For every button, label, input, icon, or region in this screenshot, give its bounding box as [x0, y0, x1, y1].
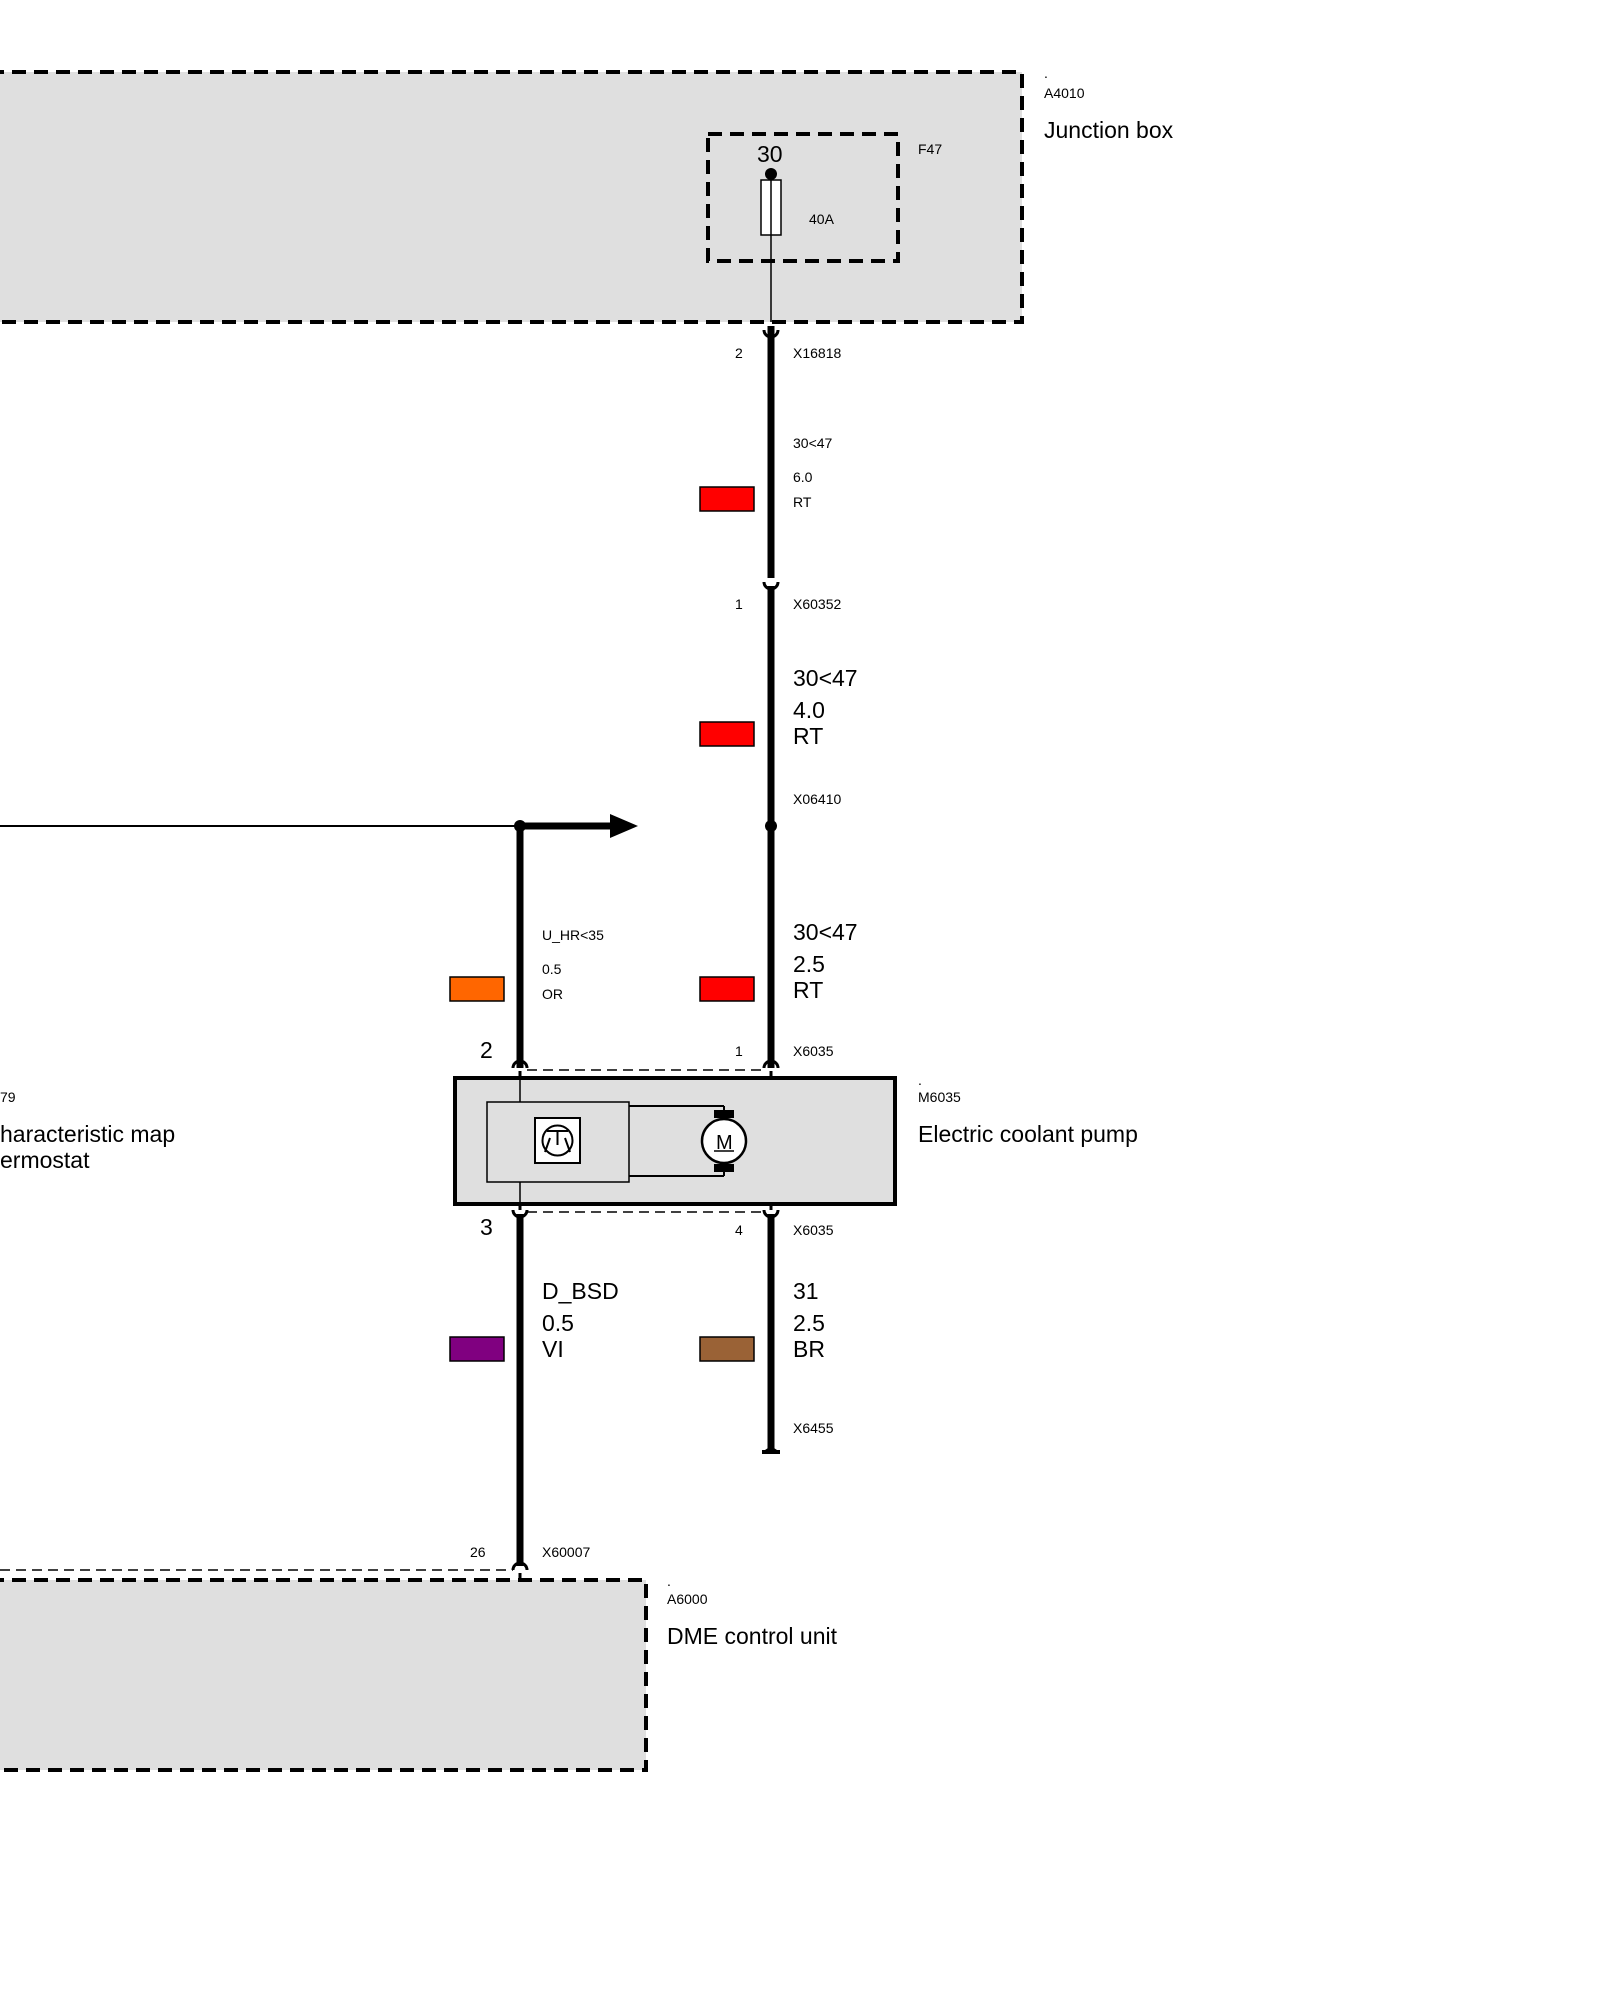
pump-id: M6035 [918, 1089, 961, 1105]
fuse-terminal: 30 [757, 141, 783, 167]
wire-bsd-swatch [449, 1336, 505, 1362]
wire-pump-pos-color: RT [793, 977, 823, 1003]
wire-top-signal: 30<47 [793, 435, 833, 451]
connector-symbol-x60007 [511, 1561, 529, 1571]
connector-symbol-x16818 [762, 329, 780, 339]
dme-id: A6000 [667, 1591, 708, 1607]
connector-x60352: X60352 [793, 596, 841, 612]
motor-icon [700, 1117, 748, 1165]
wire-bsd-signal: D_BSD [542, 1278, 619, 1304]
wire-bsd-gauge: 0.5 [542, 1310, 574, 1336]
junction-box-id: A4010 [1044, 85, 1085, 101]
pin-x60352: 1 [735, 596, 743, 612]
junction-box-dot: . [1044, 65, 1048, 81]
pump-body [453, 1076, 897, 1206]
connector-x6035-top: X6035 [793, 1043, 834, 1059]
junction-box-name: Junction box [1044, 117, 1174, 143]
fuse-terminal-node [765, 168, 777, 180]
dme-name: DME control unit [667, 1623, 838, 1649]
connector-symbol-pin1 [762, 1059, 780, 1069]
junction-box-area [0, 72, 1022, 322]
wire-thermostat-swatch [449, 976, 505, 1002]
wire-ground-color: BR [793, 1336, 825, 1362]
fuse-housing [706, 132, 900, 263]
wire-ground-gauge: 2.5 [793, 1310, 825, 1336]
wire-mid-gauge: 4.0 [793, 697, 825, 723]
wire-mid-color: RT [793, 723, 823, 749]
fuse-rating: 40A [809, 211, 835, 227]
left-component-name-line2: ermostat [0, 1147, 90, 1173]
pin-x16818: 2 [735, 345, 743, 361]
splice-id: X06410 [793, 791, 841, 807]
junction-box-border [0, 70, 1024, 324]
wire-thermostat-signal: U_HR<35 [542, 927, 604, 943]
pump-dot: . [918, 1072, 922, 1088]
dme-pin: 26 [470, 1544, 486, 1560]
fuse-id: F47 [918, 141, 942, 157]
wire-bsd-color: VI [542, 1336, 564, 1362]
connector-x6035-bottom: X6035 [793, 1222, 834, 1238]
motor-brush-bottom [714, 1164, 734, 1172]
wire-ground-swatch [699, 1336, 755, 1362]
wire-thermostat-gauge: 0.5 [542, 961, 562, 977]
pin-bottom-left: 3 [480, 1214, 493, 1240]
wire-ground-signal: 31 [793, 1278, 819, 1304]
wire-mid-swatch [699, 721, 755, 747]
wire-pump-pos-gauge: 2.5 [793, 951, 825, 977]
wire-pump-pos-signal: 30<47 [793, 919, 858, 945]
dme-border [0, 1578, 648, 1772]
wire-top-gauge: 6.0 [793, 469, 813, 485]
pin-bottom-right: 4 [735, 1222, 743, 1238]
left-component-name-line1: haracteristic map [0, 1121, 175, 1147]
arrow-head-icon [610, 814, 638, 838]
splice-node [765, 820, 777, 832]
pin-top-left: 2 [480, 1037, 493, 1063]
left-component-id: 79 [0, 1089, 16, 1105]
wire-thermostat-color: OR [542, 986, 563, 1002]
transistor-leg-left [544, 1137, 551, 1153]
wire-mid-signal: 30<47 [793, 665, 858, 691]
transistor-circle [541, 1124, 574, 1157]
motor-brush-top [714, 1110, 734, 1118]
motor-label: M [716, 1132, 733, 1154]
dme-connector: X60007 [542, 1544, 590, 1560]
connector-symbol-pin2 [511, 1059, 529, 1069]
dme-area [0, 1580, 646, 1770]
wire-pump-pos-swatch [699, 976, 755, 1002]
ground-id: X6455 [793, 1420, 834, 1436]
wire-top-color: RT [793, 494, 812, 510]
wire-top-swatch [699, 486, 755, 512]
dme-dot: . [667, 1573, 671, 1589]
pump-name: Electric coolant pump [918, 1121, 1138, 1147]
pin-top-right: 1 [735, 1043, 743, 1059]
transistor-leg-right [564, 1137, 571, 1153]
connector-x16818: X16818 [793, 345, 841, 361]
pump-electronics-box [486, 1101, 630, 1183]
